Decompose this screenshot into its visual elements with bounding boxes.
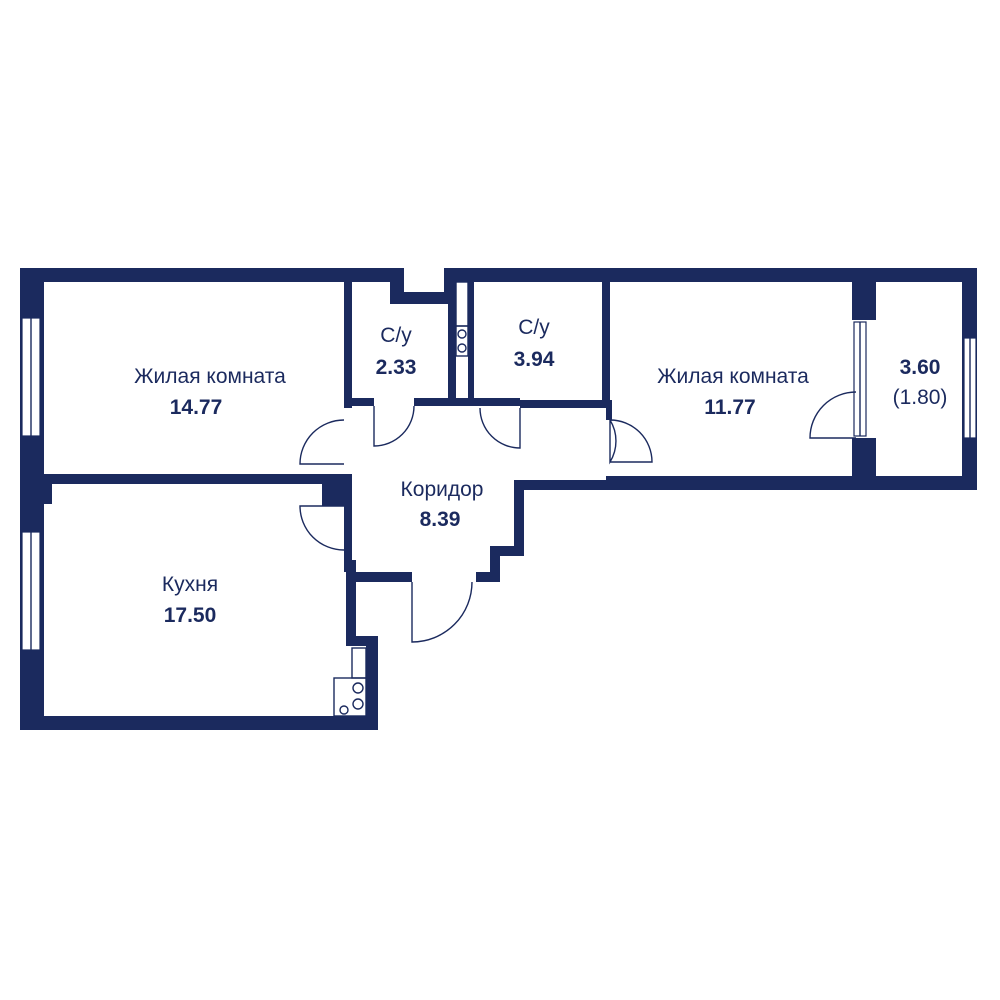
corridor-bottom-wall-right [476,572,500,582]
kitchen-right-wall-lower [366,636,378,730]
living-kitchen-pier [28,474,52,504]
balcony-area: 3.60 [899,356,941,379]
living-room-2-area: 11.77 [704,396,756,419]
step-wall-2 [490,546,524,556]
windows [21,317,977,651]
corridor-left-wall [344,506,352,572]
step-wall-1 [490,546,500,582]
wc2-right-wall [602,280,610,406]
notch-wall-bottom [390,292,456,304]
wc2-left-wall [468,280,474,406]
corridor-bottom-wall-left [346,572,412,582]
kitchen-step-wall [346,636,378,646]
bathroom-2-name: С/у [518,316,550,339]
living-room-1-name: Жилая комната [134,365,286,388]
living2-door-pier [606,400,612,420]
bathroom-1-name: С/у [380,324,412,347]
corridor-pier-left [322,474,352,506]
balcony-pier-bottom [852,438,876,490]
doors [299,391,857,643]
balcony-area-reduced: (1.80) [892,386,948,409]
top-wall-left [20,268,404,282]
lower-wall-right [514,480,614,490]
bottom-wall-right [606,476,976,490]
fixtures [333,281,469,717]
walls [20,268,977,730]
wc2-bottom-wall [520,400,610,408]
corridor-name: Коридор [400,478,484,501]
bathroom-2-area: 3.94 [513,348,555,371]
step-wall-3 [514,480,524,556]
top-wall-right [444,268,977,282]
kitchen-area: 17.50 [163,604,217,627]
wc1-bottom-wall [344,398,374,406]
living-kitchen-wall [28,474,330,484]
bathroom-1-area: 2.33 [375,356,417,379]
kitchen-right-wall [346,560,356,646]
balcony-pier-top [852,280,876,320]
bottom-wall-kitchen [20,716,378,730]
wc1-left-wall [344,280,352,408]
kitchen-name: Кухня [161,573,219,596]
corridor-area: 8.39 [419,508,461,531]
wc-divider-wall [448,296,456,406]
living-room-2-name: Жилая комната [657,365,809,388]
wc-bottom-wall [414,398,520,406]
living-room-1-area: 14.77 [169,396,223,419]
